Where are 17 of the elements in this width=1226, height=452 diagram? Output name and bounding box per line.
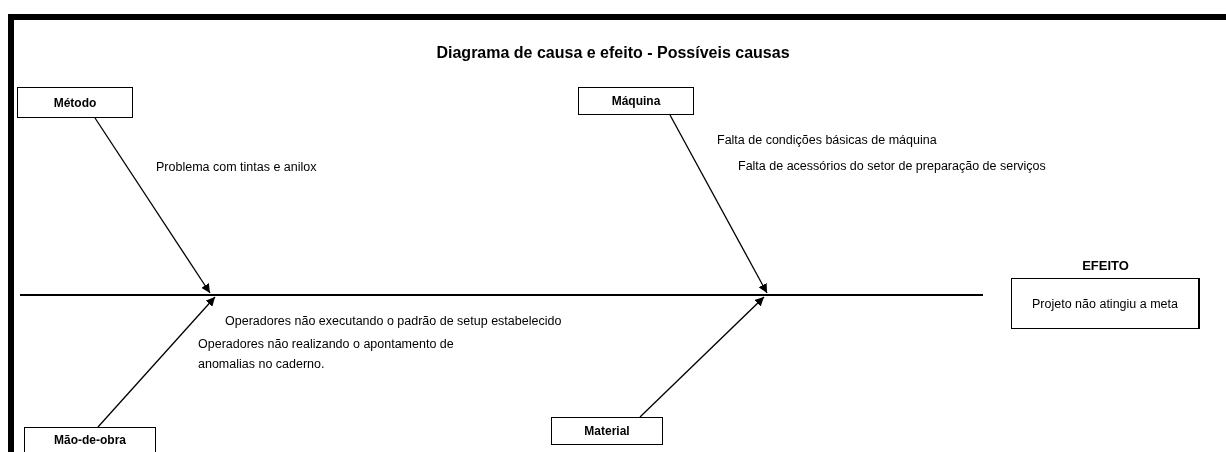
cause-text: Falta de condições básicas de máquina bbox=[717, 132, 937, 149]
arrow bbox=[94, 117, 211, 294]
effect-box: Projeto não atingiu a meta bbox=[1011, 278, 1200, 329]
spine-line bbox=[20, 294, 983, 296]
arrow bbox=[97, 296, 216, 428]
category-box: Máquina bbox=[578, 87, 694, 115]
category-box: Material bbox=[551, 417, 663, 445]
category-box: Método bbox=[17, 87, 133, 118]
arrow bbox=[669, 114, 768, 294]
cause-text: Operadores não executando o padrão de setup estabelecido bbox=[225, 313, 562, 330]
cause-text: Operadores não realizando o apontamento de anomalias no caderno. bbox=[198, 336, 455, 373]
cause-text: Falta de acessórios do setor de preparação de serviços bbox=[738, 158, 1046, 175]
arrow bbox=[639, 296, 765, 418]
category-box: Mão-de-obra bbox=[24, 427, 156, 452]
cause-text: Problema com tintas e anilox bbox=[156, 159, 317, 176]
diagram-title: Diagrama de causa e efeito - Possíveis causas bbox=[435, 44, 791, 62]
effect-heading: EFEITO bbox=[1081, 258, 1130, 273]
